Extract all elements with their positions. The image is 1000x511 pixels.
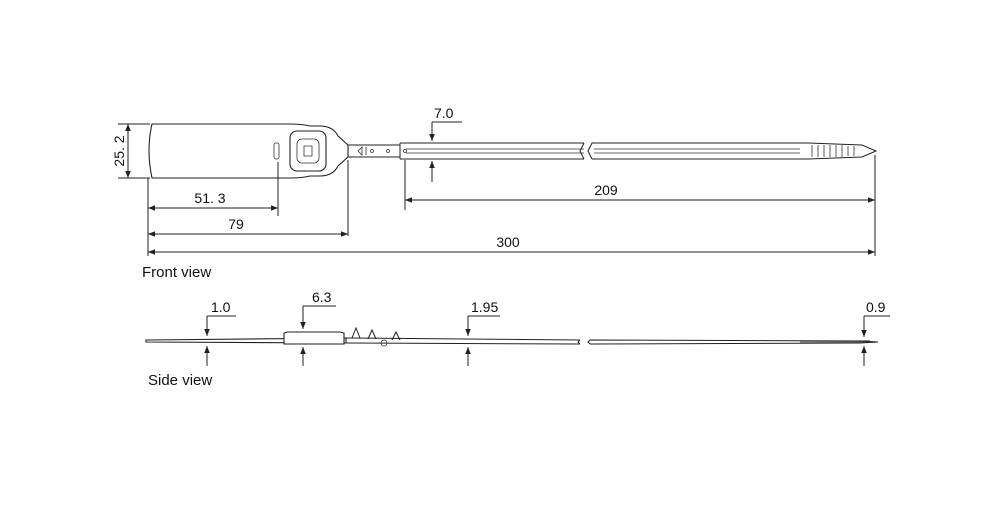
dim-strap-thickness: 1.95	[471, 299, 498, 315]
dim-tag-thickness: 1.0	[211, 299, 231, 315]
serrated-tail	[807, 142, 878, 160]
dim-strap-width: 7.0	[434, 105, 454, 121]
dim-total-length: 300	[496, 234, 520, 250]
dim-head-length: 79	[228, 216, 244, 232]
dim-tip-thickness: 0.9	[866, 299, 886, 315]
strap-rail	[399, 142, 584, 160]
side-view-label: Side view	[148, 372, 212, 389]
dim-strap-length: 209	[594, 182, 618, 198]
side-strap	[345, 337, 581, 345]
dim-boss-thickness: 6.3	[312, 289, 332, 305]
side-view-drawing: 1.0 6.3 1.95 0.9 Side view	[145, 289, 890, 389]
front-view-drawing: 25. 2 51. 3 79 300 209 7.0 Front view	[111, 105, 878, 281]
front-view-label: Front view	[142, 264, 211, 281]
lock-hole	[289, 130, 327, 172]
dim-hole-offset: 51. 3	[194, 190, 225, 206]
dim-height: 25. 2	[111, 135, 127, 166]
side-slot	[273, 142, 280, 160]
side-boss	[283, 331, 345, 345]
